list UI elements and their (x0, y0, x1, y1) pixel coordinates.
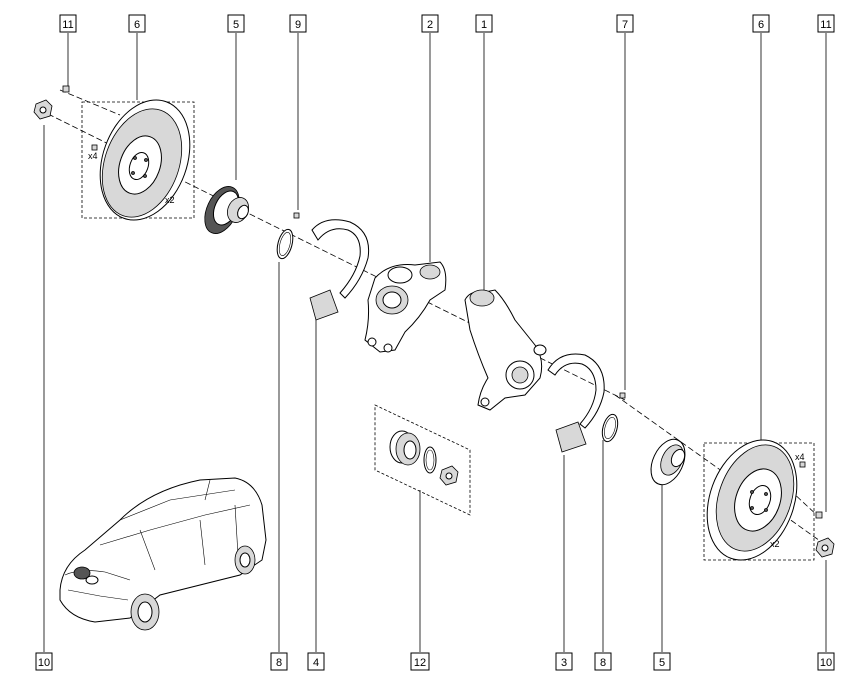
svg-text:6: 6 (758, 19, 764, 31)
callout-8-bottom-left: 8 (270, 652, 288, 671)
svg-text:12: 12 (414, 657, 426, 669)
left-steering-knuckle (364, 261, 447, 353)
svg-text:5: 5 (233, 19, 239, 31)
left-splash-shield (309, 219, 370, 321)
svg-text:5: 5 (659, 657, 665, 669)
svg-text:11: 11 (62, 19, 73, 31)
leader-lines (43, 33, 827, 652)
left-screw-qty: x4 (88, 151, 98, 161)
right-steering-knuckle (464, 289, 547, 411)
callout-3-bottom: 3 (555, 652, 573, 671)
svg-text:10: 10 (38, 657, 50, 669)
callout-5-top-left: 5 (227, 14, 245, 33)
svg-text:11: 11 (820, 19, 831, 31)
callout-6-top-left: 6 (128, 14, 146, 33)
svg-text:3: 3 (561, 657, 567, 669)
left-disc-qty: x2 (165, 195, 175, 205)
right-disc-qty: x2 (770, 539, 780, 549)
callout-2-top: 2 (421, 14, 439, 33)
right-screw-qty: x4 (795, 452, 805, 462)
callout-12-bottom: 12 (410, 652, 430, 671)
right-brake-disc (703, 439, 815, 561)
svg-text:9: 9 (295, 19, 301, 31)
svg-text:4: 4 (313, 657, 319, 669)
right-wheel-hub (650, 438, 686, 486)
left-wheel-hub (204, 186, 249, 234)
callout-6-top-right: 6 (752, 14, 770, 33)
left-hub-nut (33, 99, 53, 120)
right-splash-shield (547, 353, 605, 453)
callout-4-bottom: 4 (307, 652, 325, 671)
left-brake-disc (81, 99, 195, 221)
svg-text:10: 10 (820, 657, 832, 669)
right-shield-screw (619, 392, 626, 399)
svg-text:2: 2 (427, 19, 433, 31)
svg-text:6: 6 (134, 19, 140, 31)
callout-10-bottom-right: 10 (817, 652, 835, 671)
shield-screw (293, 212, 300, 219)
callout-11-top-right: 11 (817, 14, 835, 33)
svg-text:8: 8 (600, 657, 606, 669)
car-illustration (59, 477, 267, 631)
svg-text:7: 7 (622, 19, 628, 31)
callout-7-top: 7 (616, 14, 634, 33)
svg-text:8: 8 (276, 657, 282, 669)
right-hub-nut (815, 537, 835, 558)
left-screw (62, 85, 98, 151)
callout-8-bottom-right: 8 (594, 652, 612, 671)
svg-text:1: 1 (481, 19, 487, 31)
callout-1-top: 1 (475, 14, 493, 33)
callout-11-top-left: 11 (59, 14, 77, 33)
right-screw (799, 461, 823, 519)
callout-5-bottom-right: 5 (653, 652, 671, 671)
callout-9-top: 9 (289, 14, 307, 33)
callout-10-bottom-left: 10 (35, 652, 53, 671)
bearing-kit (374, 404, 471, 516)
